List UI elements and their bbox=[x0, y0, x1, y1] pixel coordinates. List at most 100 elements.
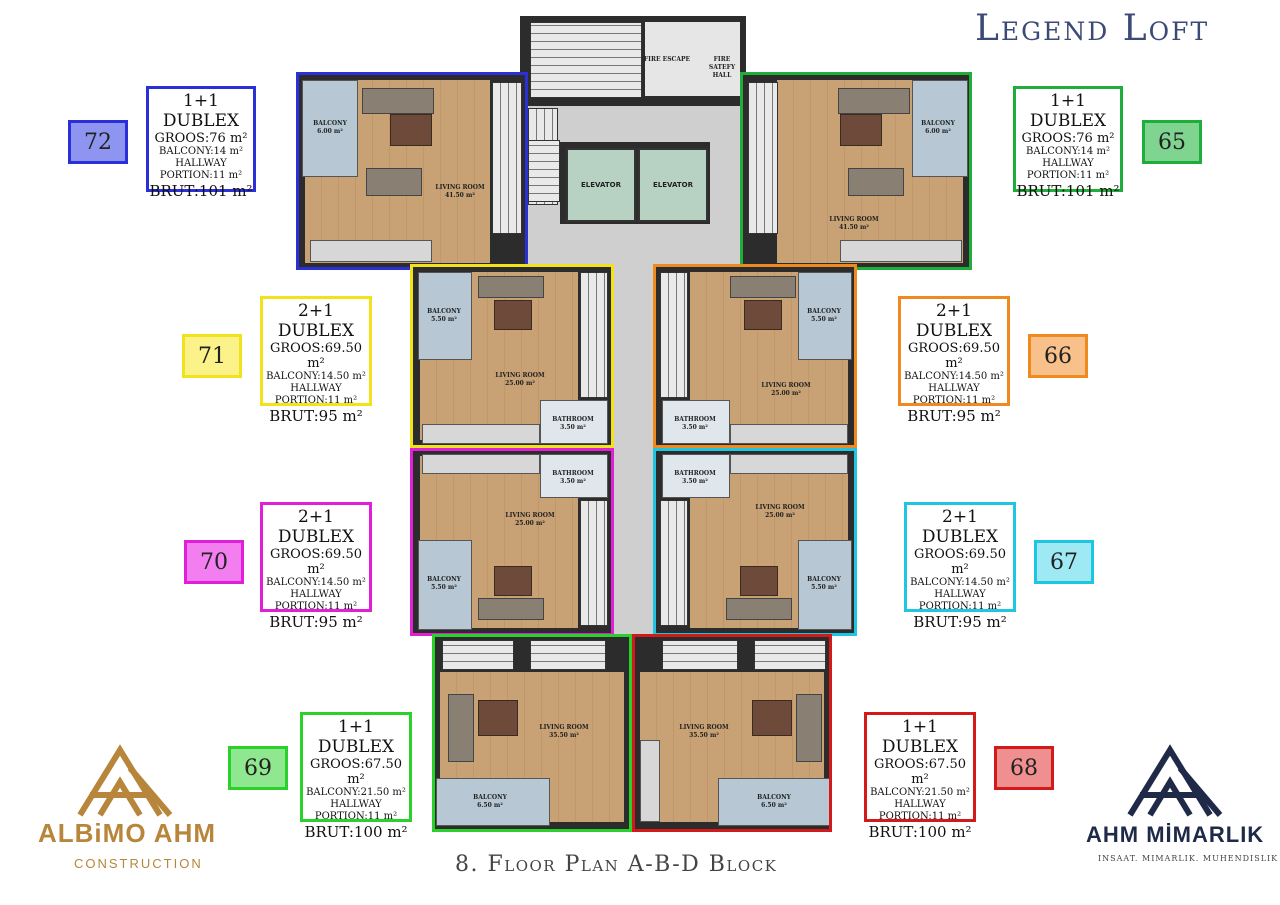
unit-66-sofa bbox=[730, 276, 796, 298]
unit-69-brut: BRUT:100 m² bbox=[304, 823, 408, 841]
unit-70-number: 70 bbox=[184, 540, 244, 584]
unit-70-hallway: HALLWAY PORTION:11 m² bbox=[274, 589, 358, 612]
unit-67-info: 2+1 DUBLEX GROOS:69.50 m² BALCONY:14.50 … bbox=[904, 502, 1016, 631]
unit-66-kitchen bbox=[730, 424, 848, 444]
unit-71-brut: BRUT:95 m² bbox=[269, 407, 363, 425]
fire-safety-hall bbox=[645, 22, 740, 96]
unit-69-stairs-a bbox=[442, 640, 514, 670]
unit-68-type: 1+1 DUBLEX bbox=[881, 717, 959, 757]
unit-68-hallway: HALLWAY PORTION:11 m² bbox=[878, 799, 962, 822]
elevator-2-label: ELEVATOR bbox=[653, 181, 693, 189]
unit-66-balcony bbox=[798, 272, 852, 360]
unit-67-groos: GROOS:69.50 m² bbox=[914, 547, 1006, 577]
unit-66-info: 2+1 DUBLEX GROOS:69.50 m² BALCONY:14.50 … bbox=[898, 296, 1010, 425]
unit-71-hallway: HALLWAY PORTION:11 m² bbox=[274, 383, 358, 406]
unit-66-outline bbox=[653, 264, 857, 448]
unit-70-brut: BRUT:95 m² bbox=[269, 613, 363, 631]
unit-65-number: 65 bbox=[1142, 120, 1202, 164]
unit-68-balcony bbox=[718, 778, 830, 826]
unit-69-balcony-area: BALCONY:21.50 m² bbox=[306, 787, 406, 798]
albimo-logo-sub: CONSTRUCTION bbox=[74, 856, 203, 871]
elevator-1: ELEVATOR bbox=[566, 148, 636, 222]
unit-71-rug bbox=[494, 300, 532, 330]
unit-66-hallway: HALLWAY PORTION:11 m² bbox=[912, 383, 996, 406]
unit-69-rug bbox=[478, 700, 518, 736]
unit-71-info: 2+1 DUBLEX GROOS:69.50 m² BALCONY:14.50 … bbox=[260, 296, 372, 425]
unit-70-rug bbox=[494, 566, 532, 596]
ahm-logo-name: AHM MİMARLIK bbox=[1086, 822, 1265, 847]
unit-69-type: 1+1 DUBLEX bbox=[317, 717, 395, 757]
unit-66-stairs bbox=[660, 272, 688, 398]
unit-65-hallway: HALLWAY PORTION:11 m² bbox=[1026, 158, 1110, 181]
unit-65-dining bbox=[848, 168, 904, 196]
unit-65-groos: GROOS:76 m² bbox=[1021, 131, 1115, 146]
unit-71-type: 2+1 DUBLEX bbox=[277, 301, 355, 341]
unit-66-brut: BRUT:95 m² bbox=[907, 407, 1001, 425]
unit-67-hallway: HALLWAY PORTION:11 m² bbox=[918, 589, 1002, 612]
unit-65-balcony bbox=[912, 80, 968, 177]
unit-72-rug bbox=[390, 114, 432, 146]
unit-71-outline bbox=[410, 264, 614, 448]
main-stairs-lower bbox=[528, 140, 560, 202]
unit-68-stairs-a bbox=[662, 640, 738, 670]
albimo-logo: ALBiMO AHM CONSTRUCTION bbox=[30, 740, 220, 880]
unit-70-stairs bbox=[580, 500, 608, 626]
ahm-logo-sub: INSAAT. MIMARLIK. MUHENDISLIK bbox=[1098, 854, 1279, 863]
unit-65-rug bbox=[840, 114, 882, 146]
floor-plan-title: 8. Floor Plan A-B-D Block bbox=[455, 852, 778, 877]
unit-67-bathroom bbox=[662, 454, 730, 498]
unit-67-rug bbox=[740, 566, 778, 596]
unit-72-number: 72 bbox=[68, 120, 128, 164]
unit-68-outline bbox=[632, 634, 832, 832]
unit-71-kitchen bbox=[422, 424, 540, 444]
unit-70-bathroom bbox=[540, 454, 608, 498]
unit-69-balcony bbox=[436, 778, 550, 826]
unit-69-hallway: HALLWAY PORTION:11 m² bbox=[314, 799, 398, 822]
unit-71-groos: GROOS:69.50 m² bbox=[270, 341, 362, 371]
unit-72-info: 1+1 DUBLEX GROOS:76 m² BALCONY:14 m² HAL… bbox=[146, 86, 256, 200]
project-title: Legend Loft bbox=[975, 8, 1210, 49]
unit-68-number: 68 bbox=[994, 746, 1054, 790]
unit-71-stairs bbox=[580, 272, 608, 398]
unit-67-brut: BRUT:95 m² bbox=[913, 613, 1007, 631]
unit-66-balcony-area: BALCONY:14.50 m² bbox=[904, 371, 1004, 382]
unit-67-sofa bbox=[726, 598, 792, 620]
unit-68-stairs-b bbox=[754, 640, 826, 670]
unit-70-kitchen bbox=[422, 454, 540, 474]
unit-69-groos: GROOS:67.50 m² bbox=[310, 757, 402, 787]
unit-65-kitchen bbox=[840, 240, 962, 262]
unit-70-balcony bbox=[418, 540, 472, 630]
unit-70-sofa bbox=[478, 598, 544, 620]
unit-72-type: 1+1 DUBLEX bbox=[162, 91, 240, 131]
albimo-logo-icon bbox=[77, 744, 173, 817]
albimo-logo-name: ALBiMO AHM bbox=[38, 818, 217, 848]
unit-67-type: 2+1 DUBLEX bbox=[921, 507, 999, 547]
unit-67-balcony bbox=[798, 540, 852, 630]
unit-66-type: 2+1 DUBLEX bbox=[915, 301, 993, 341]
unit-72-stairs bbox=[492, 82, 522, 234]
unit-66-groos: GROOS:69.50 m² bbox=[908, 341, 1000, 371]
unit-68-sofa bbox=[796, 694, 822, 762]
unit-71-sofa bbox=[478, 276, 544, 298]
unit-69-outline bbox=[432, 634, 632, 832]
unit-71-bathroom bbox=[540, 400, 608, 444]
unit-72-brut: BRUT:101 m² bbox=[149, 182, 253, 200]
unit-68-kitchen bbox=[640, 740, 660, 822]
unit-72-balcony-area: BALCONY:14 m² bbox=[159, 146, 243, 157]
unit-72-groos: GROOS:76 m² bbox=[154, 131, 248, 146]
unit-72-balcony bbox=[302, 80, 358, 177]
